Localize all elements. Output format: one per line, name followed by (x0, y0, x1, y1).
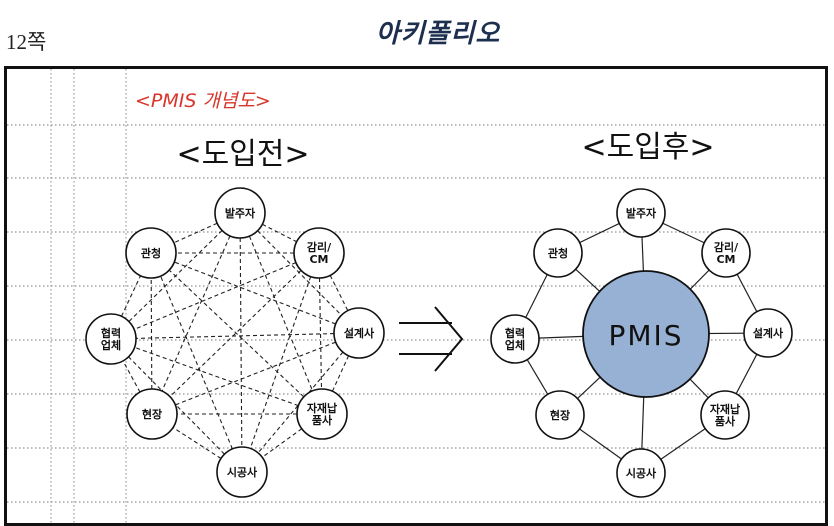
before-node: 감리/CM (293, 227, 345, 279)
pmis-hub-label: PMIS (608, 319, 683, 352)
after-node-label: 감리/ (714, 240, 739, 254)
before-edge (168, 269, 305, 398)
before-edge (262, 223, 297, 243)
after-node: 감리/CM (701, 228, 751, 278)
after-node-label: 업체 (505, 338, 525, 352)
after-node-label: 품사 (715, 414, 736, 428)
after-node-circle (533, 228, 583, 278)
after-node-circle (616, 188, 666, 238)
after-node-label: 현장 (550, 408, 570, 422)
after-node-label: 자재납 (710, 402, 740, 416)
after-node-circle (490, 314, 540, 364)
after-node: 현장 (535, 390, 585, 440)
diagram-title: <PMIS 개념도> (135, 90, 271, 112)
before-edge (173, 222, 218, 244)
after-node-label: 발주자 (626, 206, 657, 220)
before-node-circle (214, 187, 266, 239)
pmis-hub-circle (582, 270, 710, 398)
before-edge (135, 333, 335, 339)
after-node-circle (743, 308, 793, 358)
before-edge (161, 235, 231, 392)
before-edge (150, 277, 153, 390)
before-node-label: 감리/ (307, 240, 332, 254)
before-edge (133, 262, 297, 330)
before-edge (169, 270, 302, 397)
after-node-circle (616, 448, 666, 498)
brand-text: 아키폴리오 (375, 18, 501, 49)
after-node-circle (700, 390, 750, 440)
before-edge (249, 276, 312, 449)
before-node: 현장 (126, 388, 178, 440)
arrow-head (434, 306, 464, 372)
before-node: 시공사 (216, 446, 268, 498)
after-node-label: 시공사 (626, 466, 657, 480)
after-title: <도입후> (581, 130, 714, 165)
after-node-label: 협력 (505, 326, 525, 340)
after-node-circle (701, 228, 751, 278)
before-node-label: 시공사 (227, 465, 258, 479)
before-node-label: 설계사 (344, 326, 375, 340)
before-node-label: 현장 (142, 407, 162, 421)
before-edge (121, 275, 141, 317)
before-node-label: 자재납 (307, 401, 337, 415)
before-edge (122, 360, 141, 393)
before-edge (134, 346, 299, 407)
before-edge (128, 356, 225, 455)
before-edge (172, 427, 222, 459)
before-edge (174, 261, 336, 325)
after-node: 발주자 (616, 188, 666, 238)
after-node: 시공사 (616, 448, 666, 498)
before-edge (329, 275, 349, 311)
after-node-label: 설계사 (753, 326, 784, 340)
transition-arrow (399, 306, 464, 372)
before-node-circle (216, 446, 268, 498)
notebook-grid (7, 69, 825, 523)
before-node-circle (85, 313, 137, 365)
before-node-circle (333, 307, 385, 359)
before-node: 관청 (125, 227, 177, 279)
before-node-circle (125, 227, 177, 279)
after-node-label: CM (716, 253, 735, 266)
before-node: 설계사 (333, 307, 385, 359)
before-edge (175, 341, 336, 406)
before-node-circle (126, 388, 178, 440)
after-node: 관청 (533, 228, 583, 278)
page-number: 12쪽 (6, 30, 47, 54)
before-node-label: 업체 (101, 338, 121, 352)
after-node-label: 관청 (548, 246, 568, 260)
after-node: 설계사 (743, 308, 793, 358)
before-edge (257, 230, 342, 316)
before-node-label: 협력 (101, 326, 121, 340)
before-edge (331, 355, 350, 392)
before-edge (261, 428, 303, 458)
before-node-circle (296, 388, 348, 440)
before-edge (239, 237, 243, 448)
before-node-label: 관청 (141, 246, 161, 260)
after-node-circle (535, 390, 585, 440)
before-node: 발주자 (214, 187, 266, 239)
before-node-label: 품사 (312, 413, 333, 427)
before-edges (121, 222, 350, 459)
before-edge (318, 277, 323, 390)
before-node-label: 발주자 (225, 206, 256, 220)
brand-logo: 아키폴리오 (368, 9, 508, 53)
before-edge (160, 275, 233, 450)
before-node-circle (293, 227, 345, 279)
before-node-label: CM (309, 253, 328, 266)
before-title: <도입전> (176, 137, 309, 172)
